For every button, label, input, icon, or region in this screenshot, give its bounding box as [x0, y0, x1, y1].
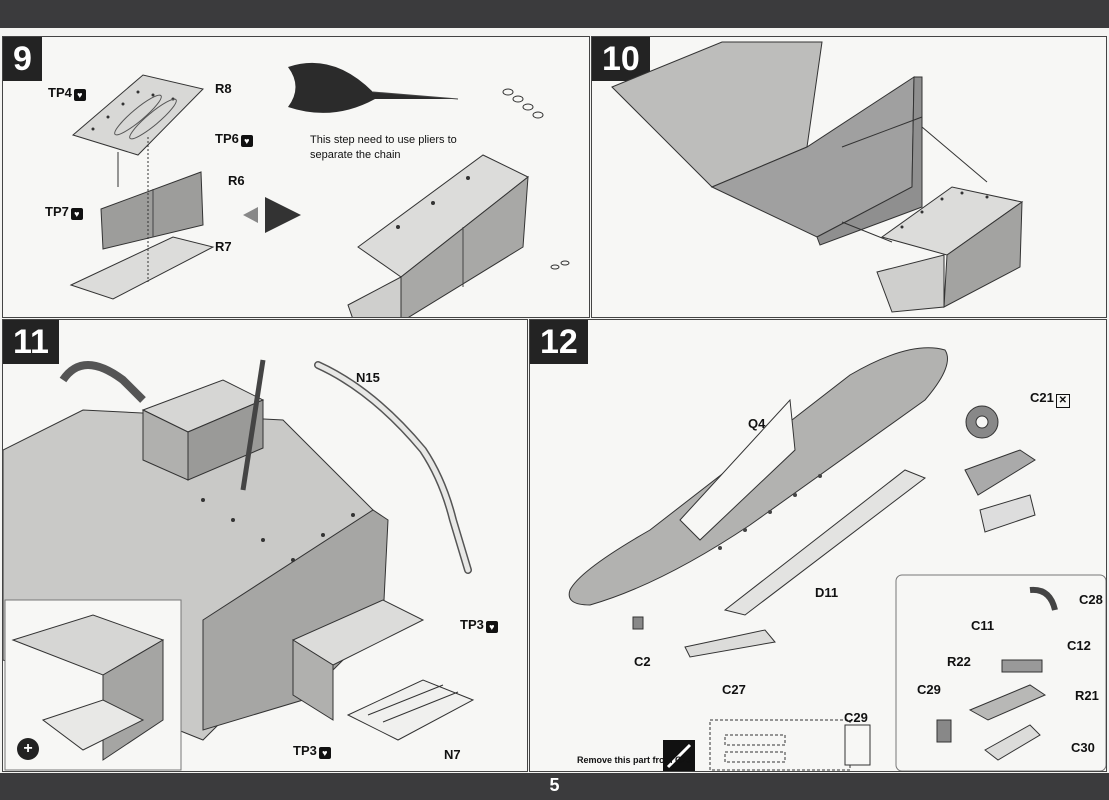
- part-label-r7: R7: [215, 239, 232, 254]
- zoom-in-icon: +: [17, 738, 39, 760]
- part-label-c12: C12: [1067, 638, 1091, 653]
- part-label-c29-inset: C29: [917, 682, 941, 697]
- part-label-n7: N7: [444, 747, 461, 762]
- part-label-r21: R21: [1075, 688, 1099, 703]
- part-label-tp6: TP6♥: [215, 131, 253, 147]
- crossed-box-icon: ✕: [1055, 394, 1070, 408]
- part-label-c28: C28: [1079, 592, 1103, 607]
- step-10-panel: 10: [591, 36, 1107, 318]
- part-label-c30: C30: [1071, 740, 1095, 755]
- page-number: 5: [549, 775, 560, 795]
- pliers-icon: [288, 62, 459, 113]
- cut-part-icon: [663, 740, 695, 771]
- part-label-r6: R6: [228, 173, 245, 188]
- part-label-tp3-lower: TP3♥: [293, 743, 331, 759]
- step-9-panel: 9: [2, 36, 590, 318]
- pliers-note: This step need to use pliers to separate…: [310, 134, 457, 161]
- part-label-c11: C11: [971, 618, 995, 633]
- heart-glue-icon: ♥: [240, 135, 253, 147]
- part-label-n15: N15: [356, 370, 380, 385]
- part-label-c2: C2: [634, 654, 651, 669]
- part-label-r8: R8: [215, 81, 232, 96]
- step-12-drawing: [568, 347, 1106, 771]
- step-number: 12: [530, 320, 588, 364]
- step-number: 9: [3, 37, 42, 81]
- part-label-d11: D11: [815, 585, 839, 600]
- step-12-panel: 12: [529, 319, 1107, 772]
- step-11-drawing: [3, 359, 475, 771]
- remove-part-note: Remove this part from C29: [577, 755, 692, 765]
- part-label-c27: C27: [722, 682, 746, 697]
- step-number: 10: [592, 37, 650, 81]
- instruction-sheet: 9: [0, 28, 1109, 773]
- step-10-drawing: [611, 41, 1024, 313]
- heart-glue-icon: ♥: [73, 89, 86, 101]
- heart-glue-icon: ♥: [485, 621, 498, 633]
- heart-glue-icon: ♥: [70, 208, 83, 220]
- step-11-panel: 11: [2, 319, 528, 772]
- part-label-tp4: TP4♥: [48, 85, 86, 101]
- part-label-tp3-upper: TP3♥: [460, 617, 498, 633]
- heart-glue-icon: ♥: [318, 747, 331, 759]
- step-9-drawing: [69, 62, 570, 317]
- part-label-c29: C29: [844, 710, 868, 725]
- part-label-c21: C21✕: [1030, 390, 1070, 408]
- part-label-q4: Q4: [748, 416, 766, 431]
- part-label-r22: R22: [947, 654, 971, 669]
- part-label-tp7: TP7♥: [45, 204, 83, 220]
- step-number: 11: [3, 320, 59, 364]
